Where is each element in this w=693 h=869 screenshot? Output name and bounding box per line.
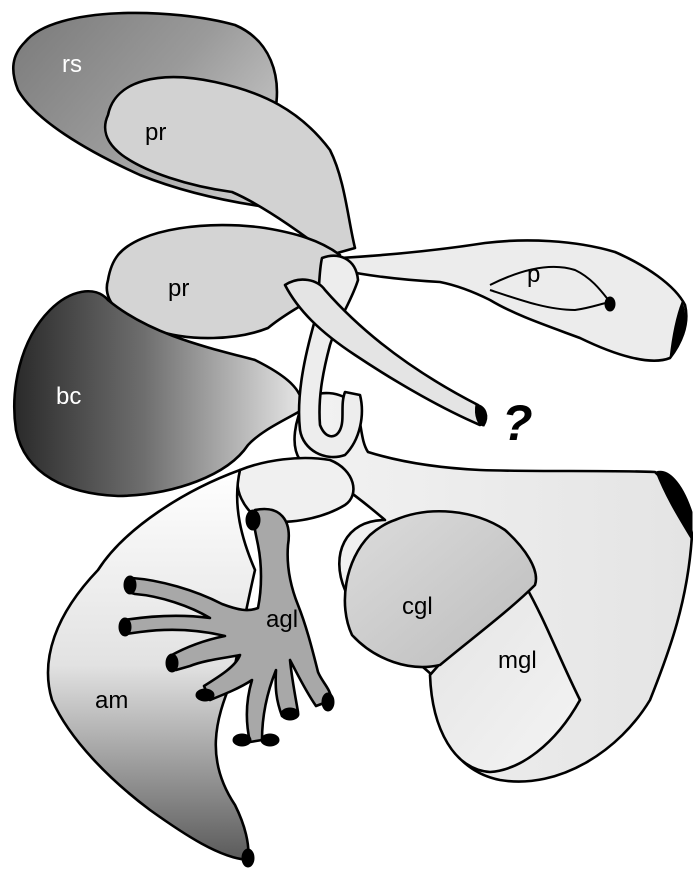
label-mgl: mgl: [498, 647, 537, 674]
agl-cap-9: [322, 693, 334, 711]
label-agl: agl: [266, 606, 298, 633]
label-rs: rs: [62, 51, 82, 78]
agl-cap-2: [124, 576, 136, 594]
agl-cap-6: [233, 734, 251, 746]
am-tip-cap: [242, 849, 254, 867]
label-bc: bc: [56, 383, 81, 410]
p-organ: [340, 240, 686, 360]
p-tip-cap: [605, 297, 615, 311]
am-organ: [48, 470, 255, 860]
agl-cap-5: [196, 689, 214, 701]
label-am: am: [95, 687, 128, 714]
question-mark: ?: [502, 395, 533, 451]
label-pr-lower: pr: [168, 275, 189, 302]
agl-cap-1: [246, 510, 260, 530]
agl-cap-7: [261, 734, 279, 746]
agl-cap-8: [281, 708, 299, 720]
label-pr-upper: pr: [145, 119, 166, 146]
label-cgl: cgl: [402, 593, 433, 620]
label-p: p: [527, 261, 540, 288]
agl-cap-3: [119, 618, 131, 636]
agl-cap-4: [166, 654, 178, 672]
